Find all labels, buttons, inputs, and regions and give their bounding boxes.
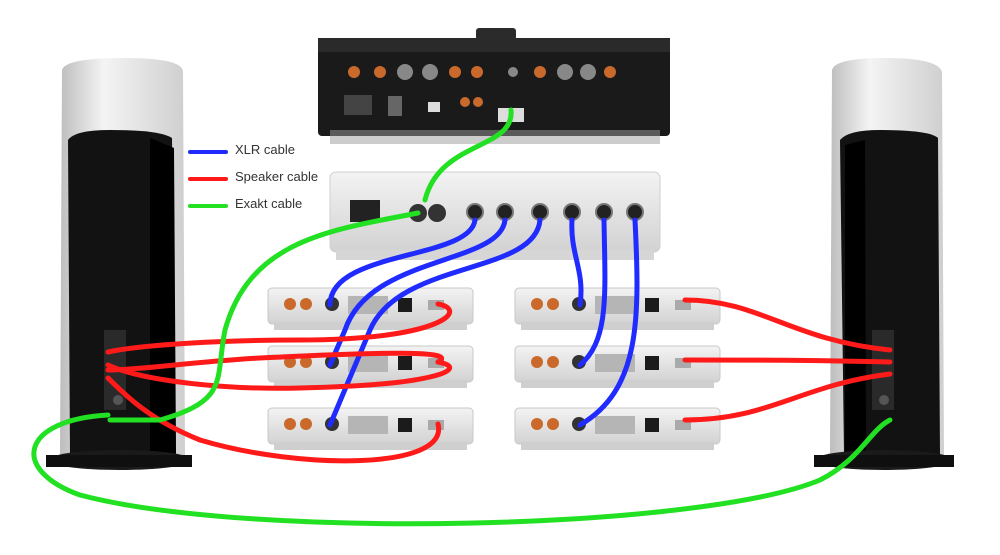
xlr-cable	[327, 217, 508, 368]
legend-swatch-xlr	[188, 150, 228, 154]
legend-label-exakt: Exakt cable	[235, 196, 303, 211]
speaker-cable	[682, 297, 893, 353]
legend-swatch-speaker	[188, 177, 228, 181]
xlr-cable	[327, 217, 543, 428]
speaker-cable	[105, 350, 445, 373]
left-speaker	[46, 58, 192, 470]
amplifier-unit	[514, 407, 721, 450]
xlr-cable	[569, 217, 584, 308]
exakt-cable	[31, 412, 893, 527]
xlr-cable	[577, 217, 640, 428]
legend-swatch-exakt	[188, 204, 228, 208]
legend-label-speaker: Speaker cable	[235, 169, 319, 184]
legend-item-speaker: Speaker cable	[188, 167, 348, 194]
xlr-cable	[327, 217, 478, 308]
speaker-cable	[105, 359, 452, 391]
xlr-cable	[577, 217, 608, 368]
speaker-cable	[682, 371, 893, 423]
right-speaker	[814, 58, 954, 470]
cable-legend: XLR cable Speaker cable Exakt cable	[188, 140, 348, 221]
speaker-cable	[105, 301, 452, 355]
exakt-crossover-unit	[329, 171, 661, 260]
amplifier-unit	[514, 287, 721, 330]
speaker-cable	[682, 357, 893, 365]
source-player-unit	[318, 28, 670, 144]
exakt-cable	[107, 210, 421, 423]
legend-item-xlr: XLR cable	[188, 140, 348, 167]
legend-item-exakt: Exakt cable	[188, 194, 348, 221]
exakt-cable	[422, 107, 514, 203]
legend-label-xlr: XLR cable	[235, 142, 295, 157]
speaker-cable	[105, 375, 442, 464]
amplifier-unit	[267, 407, 474, 450]
amplifier-unit	[514, 345, 721, 388]
